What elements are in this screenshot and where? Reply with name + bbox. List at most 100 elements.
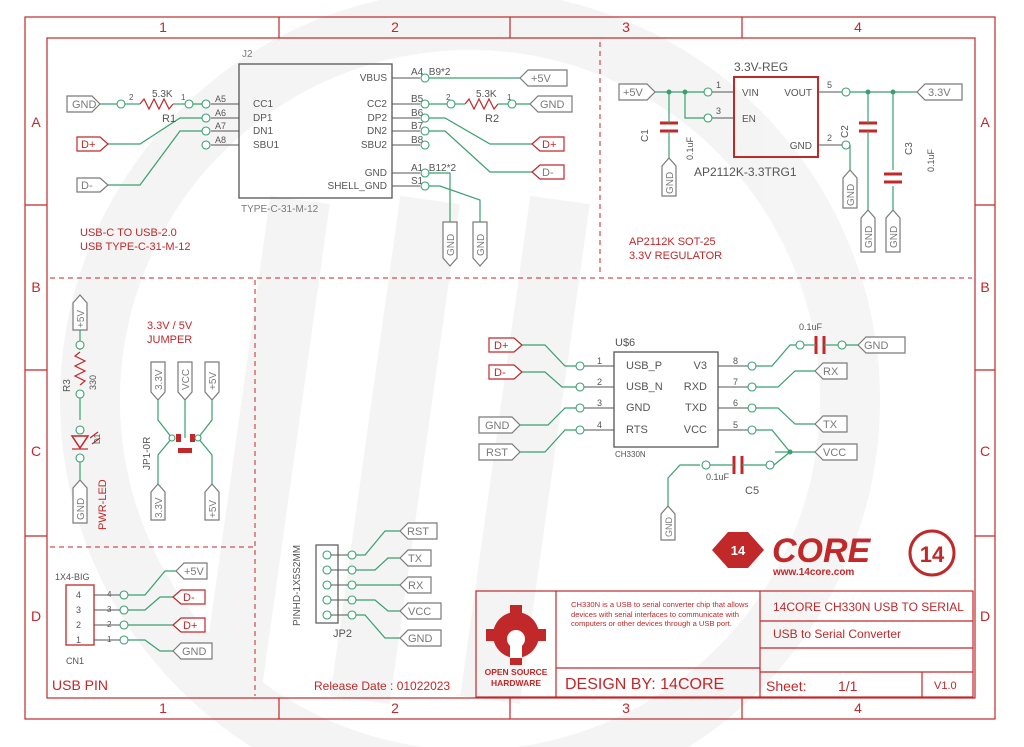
net-vcc-jumper: VCC (177, 361, 193, 401)
net-vcc-jp2: VCC (399, 602, 442, 620)
j2-pin-sbu2: SBU2 (361, 140, 388, 151)
reg-body (733, 76, 819, 158)
svg-text:1: 1 (181, 93, 186, 102)
j2-num-b5: B5 (411, 94, 424, 105)
description: CH330N is a USB to serial converter chip… (571, 600, 749, 629)
cn1-ref: CN1 (66, 656, 84, 666)
svg-text:C2: C2 (840, 125, 851, 138)
capacitor-c3: C3 0.1uF (884, 142, 936, 184)
net-rst-jp2: RST (399, 522, 438, 540)
jumper-block: 3.3V / 5V JUMPER 3.3V VCC +5V JP1-0R 3.3… (142, 320, 220, 521)
col-label-1-bottom: 1 (159, 700, 167, 716)
net-gnd-c3: GND (885, 209, 901, 253)
c5-value: 0.1uF (706, 472, 730, 482)
svg-text:+5V: +5V (184, 566, 205, 578)
capacitor-c4: 0.1uF (795, 322, 847, 354)
r1-ref: R1 (162, 113, 176, 125)
row-label-d: D (31, 608, 41, 624)
net-gnd-led: GND (72, 479, 88, 524)
jp2-part: PINHD-1X5S2MM (292, 545, 303, 626)
col-label-1: 1 (159, 19, 167, 35)
j2-num-a7: A7 (215, 121, 226, 131)
svg-text:GND: GND (846, 184, 857, 206)
svg-text:RST: RST (407, 526, 429, 538)
j2-num-s1: S1 (411, 176, 424, 187)
net-gnd-c1: GND (661, 157, 677, 197)
jumper-ref: JP1-0R (142, 437, 153, 470)
14-badge-icon (908, 529, 956, 577)
net-gnd-usb-right: GND (529, 95, 573, 113)
net-rx-ch330: RX (814, 362, 848, 380)
net-3v3-jumper-top: 3.3V (150, 361, 166, 401)
net-5v-jumper-bottom: +5V (204, 483, 220, 521)
svg-text:GND: GND (664, 517, 674, 538)
net-rst-ch330: RST (478, 443, 521, 461)
col-label-4: 4 (854, 19, 862, 35)
j2-pin-dp1: DP1 (253, 113, 273, 124)
j2-num-b7: B7 (411, 121, 424, 132)
col-label-2-bottom: 2 (391, 700, 399, 716)
j2-pin-cc2: CC2 (367, 99, 387, 110)
col-label-2: 2 (391, 19, 399, 35)
jp2-body (315, 544, 339, 624)
u6-body (613, 351, 719, 448)
svg-text:+5V: +5V (76, 310, 87, 328)
svg-text:GND: GND (485, 420, 510, 432)
cn1-body (65, 584, 95, 646)
sheet-value: 1/1 (838, 678, 858, 694)
net-gnd-jp2: GND (399, 629, 442, 647)
u6-ref: U$6 (615, 337, 635, 349)
row-label-d-right: D (980, 608, 990, 624)
svg-text:D+: D+ (81, 139, 95, 151)
brand-logo: 14 CORE www.14core.com 14 (712, 529, 956, 578)
j2-pin-shell-gnd: SHELL_GND (328, 181, 387, 192)
j2-pin-gnd: GND (365, 168, 387, 179)
svg-text:C3: C3 (904, 142, 915, 155)
reg-pin-vout: VOUT (784, 88, 812, 99)
resistor-r2: 5.3K R2 2 1 (446, 89, 517, 125)
u6-pin-usb-n: USB_N (626, 381, 663, 393)
oshw-line1: OPEN SOURCE (485, 667, 548, 677)
c4-value: 0.1uF (799, 322, 823, 332)
j2-pin-dp2: DP2 (368, 113, 388, 124)
svg-text:C1: C1 (640, 129, 651, 142)
description-wrapper: CH330N is a USB to serial converter chip… (571, 600, 749, 629)
svg-text:+5V: +5V (531, 73, 552, 85)
u6-pin-txd: TXD (685, 402, 707, 414)
r1-value: 5.3K (152, 89, 173, 100)
svg-text:4: 4 (597, 420, 602, 430)
row-label-a-right: A (980, 114, 990, 130)
reg-note-line2: 3.3V REGULATOR (629, 250, 722, 262)
u6-pin-usb-p: USB_P (626, 360, 662, 372)
svg-text:+5V: +5V (208, 500, 219, 518)
svg-text:GND: GND (446, 234, 457, 256)
svg-text:6: 6 (733, 398, 738, 408)
u6-part: CH330N (615, 450, 646, 459)
u6-pin-vcc: VCC (684, 424, 707, 436)
col-label-4-bottom: 4 (854, 700, 862, 716)
resistor-r1: 5.3K R1 2 1 (116, 89, 194, 125)
svg-text:14: 14 (920, 542, 945, 567)
svg-text:GND: GND (864, 226, 875, 248)
j2-pin-cc1: CC1 (253, 99, 273, 110)
svg-text:1: 1 (507, 93, 512, 102)
svg-text:5: 5 (827, 80, 832, 90)
net-5v-jumper-top: +5V (204, 361, 220, 401)
oshw-logo: OPEN SOURCE HARDWARE (485, 605, 548, 688)
svg-text:3: 3 (597, 398, 602, 408)
led-ref: D1 (93, 433, 102, 444)
net-3v3-jumper-bottom: 3.3V (150, 483, 166, 521)
net-dminus-ch330: D- (488, 364, 523, 380)
j2-num-b6: B6 (411, 108, 424, 119)
j2-pin-vbus: VBUS (360, 73, 388, 84)
col-label-3: 3 (622, 19, 630, 35)
net-5v-vbus: +5V (519, 69, 568, 87)
j2-pin-sbu1: SBU1 (253, 140, 280, 151)
net-tx-jp2: TX (399, 549, 432, 567)
svg-text:TX: TX (408, 553, 423, 565)
net-dminus-usb-right: D- (531, 164, 565, 180)
net-dminus-usb-left: D- (76, 177, 109, 193)
row-label-b-right: B (980, 279, 989, 295)
svg-text:1: 1 (716, 80, 721, 90)
